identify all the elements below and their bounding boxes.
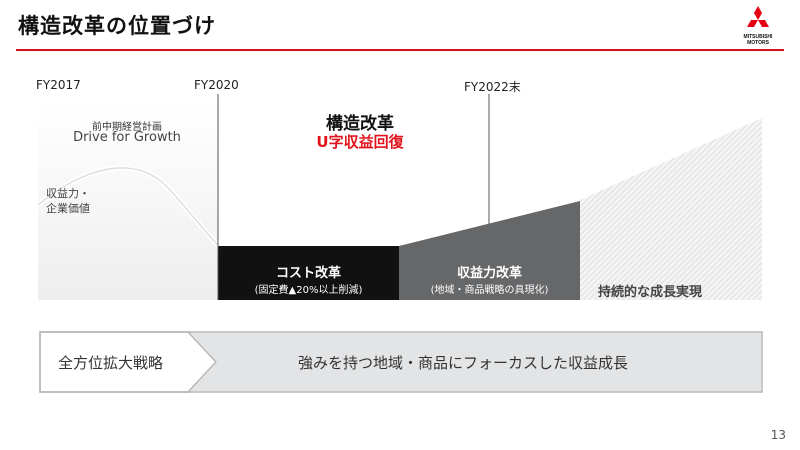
fy2022-label: FY2022末 [464,80,521,94]
logo-text-line2: MOTORS [747,40,769,46]
profit-reform-title: 収益力改革 [456,266,522,281]
previous-plan-name: Drive for Growth [73,130,181,145]
kpi-label-line2: 企業価値 [46,202,90,215]
structural-reform-heading: 構造改革 [326,114,394,134]
previous-plan-label: 前中期経営計画 [92,122,162,133]
strategy-bar-right [190,333,761,391]
mitsubishi-logo: MITSUBISHI MOTORS [732,5,784,47]
page-number: 13 [770,428,786,442]
profit-reform-block [399,201,580,300]
profit-reform-detail: (地域・商品戦略の具現化) [430,285,549,296]
sustainable-growth-label: 持続的な成長実現 [598,285,703,300]
three-diamonds-icon [747,6,769,27]
strategy-bar-frame [39,331,763,393]
fy2020-label: FY2020 [194,78,239,92]
fy2017-label: FY2017 [36,78,81,92]
slide-title: 構造改革の位置づけ [18,14,216,38]
logo-text-line1: MITSUBISHI [743,34,773,40]
previous-plan-area [38,104,218,300]
cost-reform-block [218,246,399,300]
cost-reform-detail: (固定費▲20%以上削減) [254,285,363,296]
title-underline [16,49,784,51]
sustainable-growth-area [580,118,762,300]
hump-curve [37,167,219,246]
cost-reform-title: コスト改革 [275,266,341,281]
kpi-label-line1: 収益力・ [46,187,90,200]
strategy-left-label: 全方位拡大戦略 [58,354,164,372]
strategy-right-label: 強みを持つ地域・商品にフォーカスした収益成長 [298,354,629,372]
structural-reform-subheading: U字収益回復 [316,133,404,151]
